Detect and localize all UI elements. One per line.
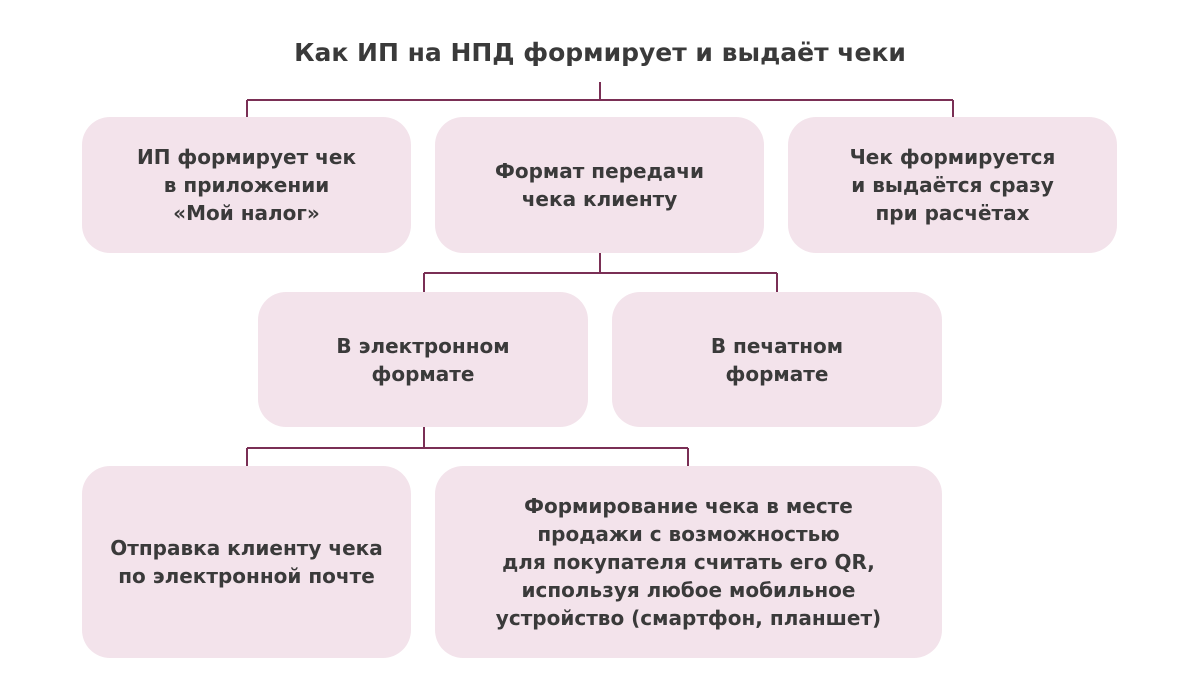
- node-printed: В печатном формате: [612, 292, 942, 427]
- node-qr-at-sale-label: Формирование чека в месте продажи с возм…: [495, 494, 882, 630]
- diagram-title: Как ИП на НПД формирует и выдаёт чеки: [294, 38, 906, 67]
- node-issued-immediately: Чек формируется и выдаётся сразу при рас…: [788, 117, 1117, 253]
- node-qr-at-sale: Формирование чека в месте продажи с возм…: [435, 466, 942, 658]
- node-electronic: В электронном формате: [258, 292, 588, 427]
- node-app-check: ИП формирует чек в приложении «Мой налог…: [82, 117, 411, 253]
- node-email-label: Отправка клиенту чека по электронной поч…: [110, 536, 383, 588]
- node-email: Отправка клиенту чека по электронной поч…: [82, 466, 411, 658]
- node-electronic-label: В электронном формате: [336, 333, 510, 386]
- node-issued-immediately-label: Чек формируется и выдаётся сразу при рас…: [849, 145, 1056, 225]
- node-printed-label: В печатном формате: [710, 333, 844, 386]
- node-transfer-format: Формат передачи чека клиенту: [435, 117, 764, 253]
- node-transfer-format-label: Формат передачи чека клиенту: [495, 159, 704, 211]
- node-app-check-label: ИП формирует чек в приложении «Мой налог…: [136, 145, 357, 225]
